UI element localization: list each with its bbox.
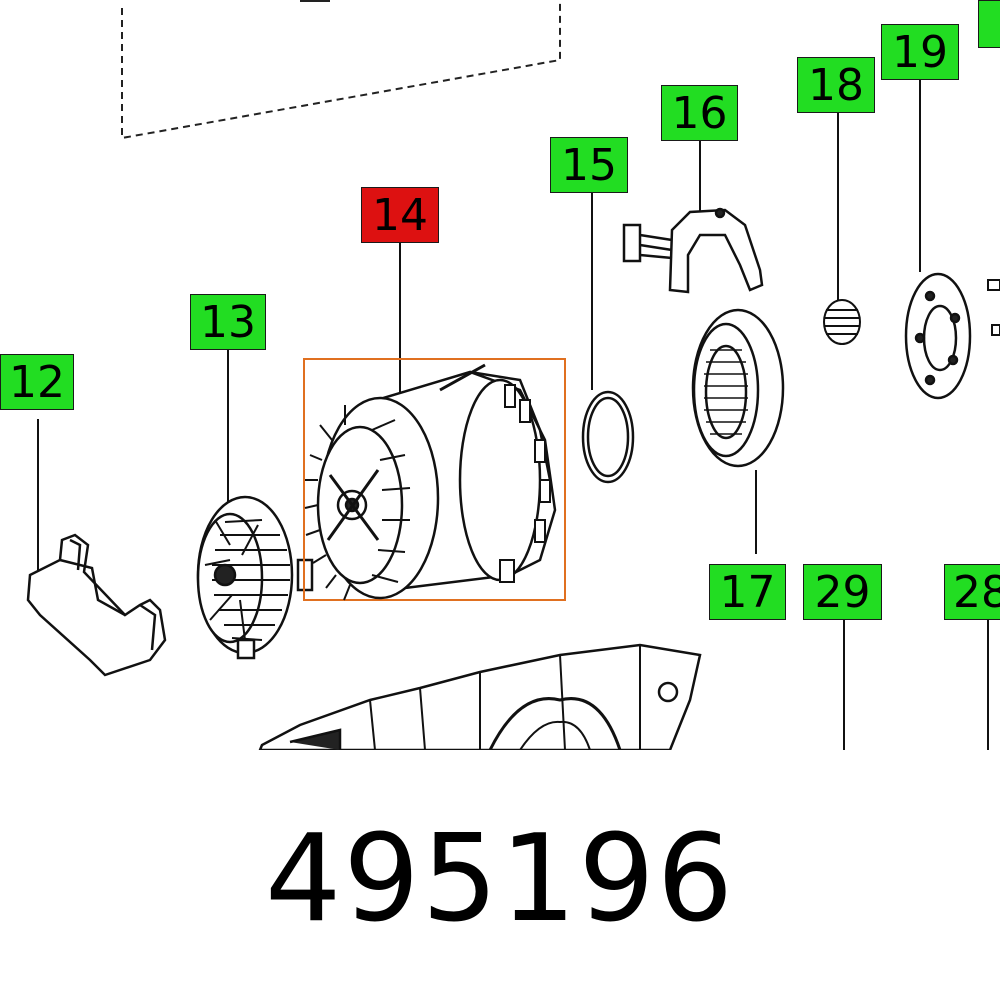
part-19-gasket <box>904 272 972 400</box>
exploded-parts-diagram: 12 13 14 15 16 17 18 19 29 28 <box>0 0 1000 750</box>
callout-14[interactable]: 14 <box>361 187 439 243</box>
callout-16[interactable]: 16 <box>661 85 738 141</box>
callout-19[interactable]: 19 <box>881 24 959 80</box>
leader-lines <box>37 80 989 750</box>
part-17-bearing <box>691 308 785 468</box>
part-16-cable-guide <box>622 207 764 294</box>
callout-18[interactable]: 18 <box>797 57 875 113</box>
part-15-o-ring <box>581 390 635 484</box>
callout-17[interactable]: 17 <box>709 564 786 620</box>
callout-29[interactable]: 29 <box>803 564 882 620</box>
highlight-frame <box>303 358 566 601</box>
part-14-motor <box>304 363 557 601</box>
part-20-screws <box>987 279 1000 336</box>
callout-cropped[interactable] <box>978 0 1000 48</box>
part-18-gear <box>823 299 861 345</box>
part-13-fan <box>196 495 314 660</box>
callout-12[interactable]: 12 <box>0 354 74 410</box>
gear-housing <box>258 643 702 750</box>
part-12-bracket <box>26 533 167 677</box>
callout-28[interactable]: 28 <box>944 564 1000 620</box>
dashed-housing-outline <box>121 0 561 140</box>
part-number: 495196 <box>264 810 736 949</box>
callout-15[interactable]: 15 <box>550 137 628 193</box>
callout-13[interactable]: 13 <box>190 294 266 350</box>
diagram-drawing <box>26 0 1000 750</box>
